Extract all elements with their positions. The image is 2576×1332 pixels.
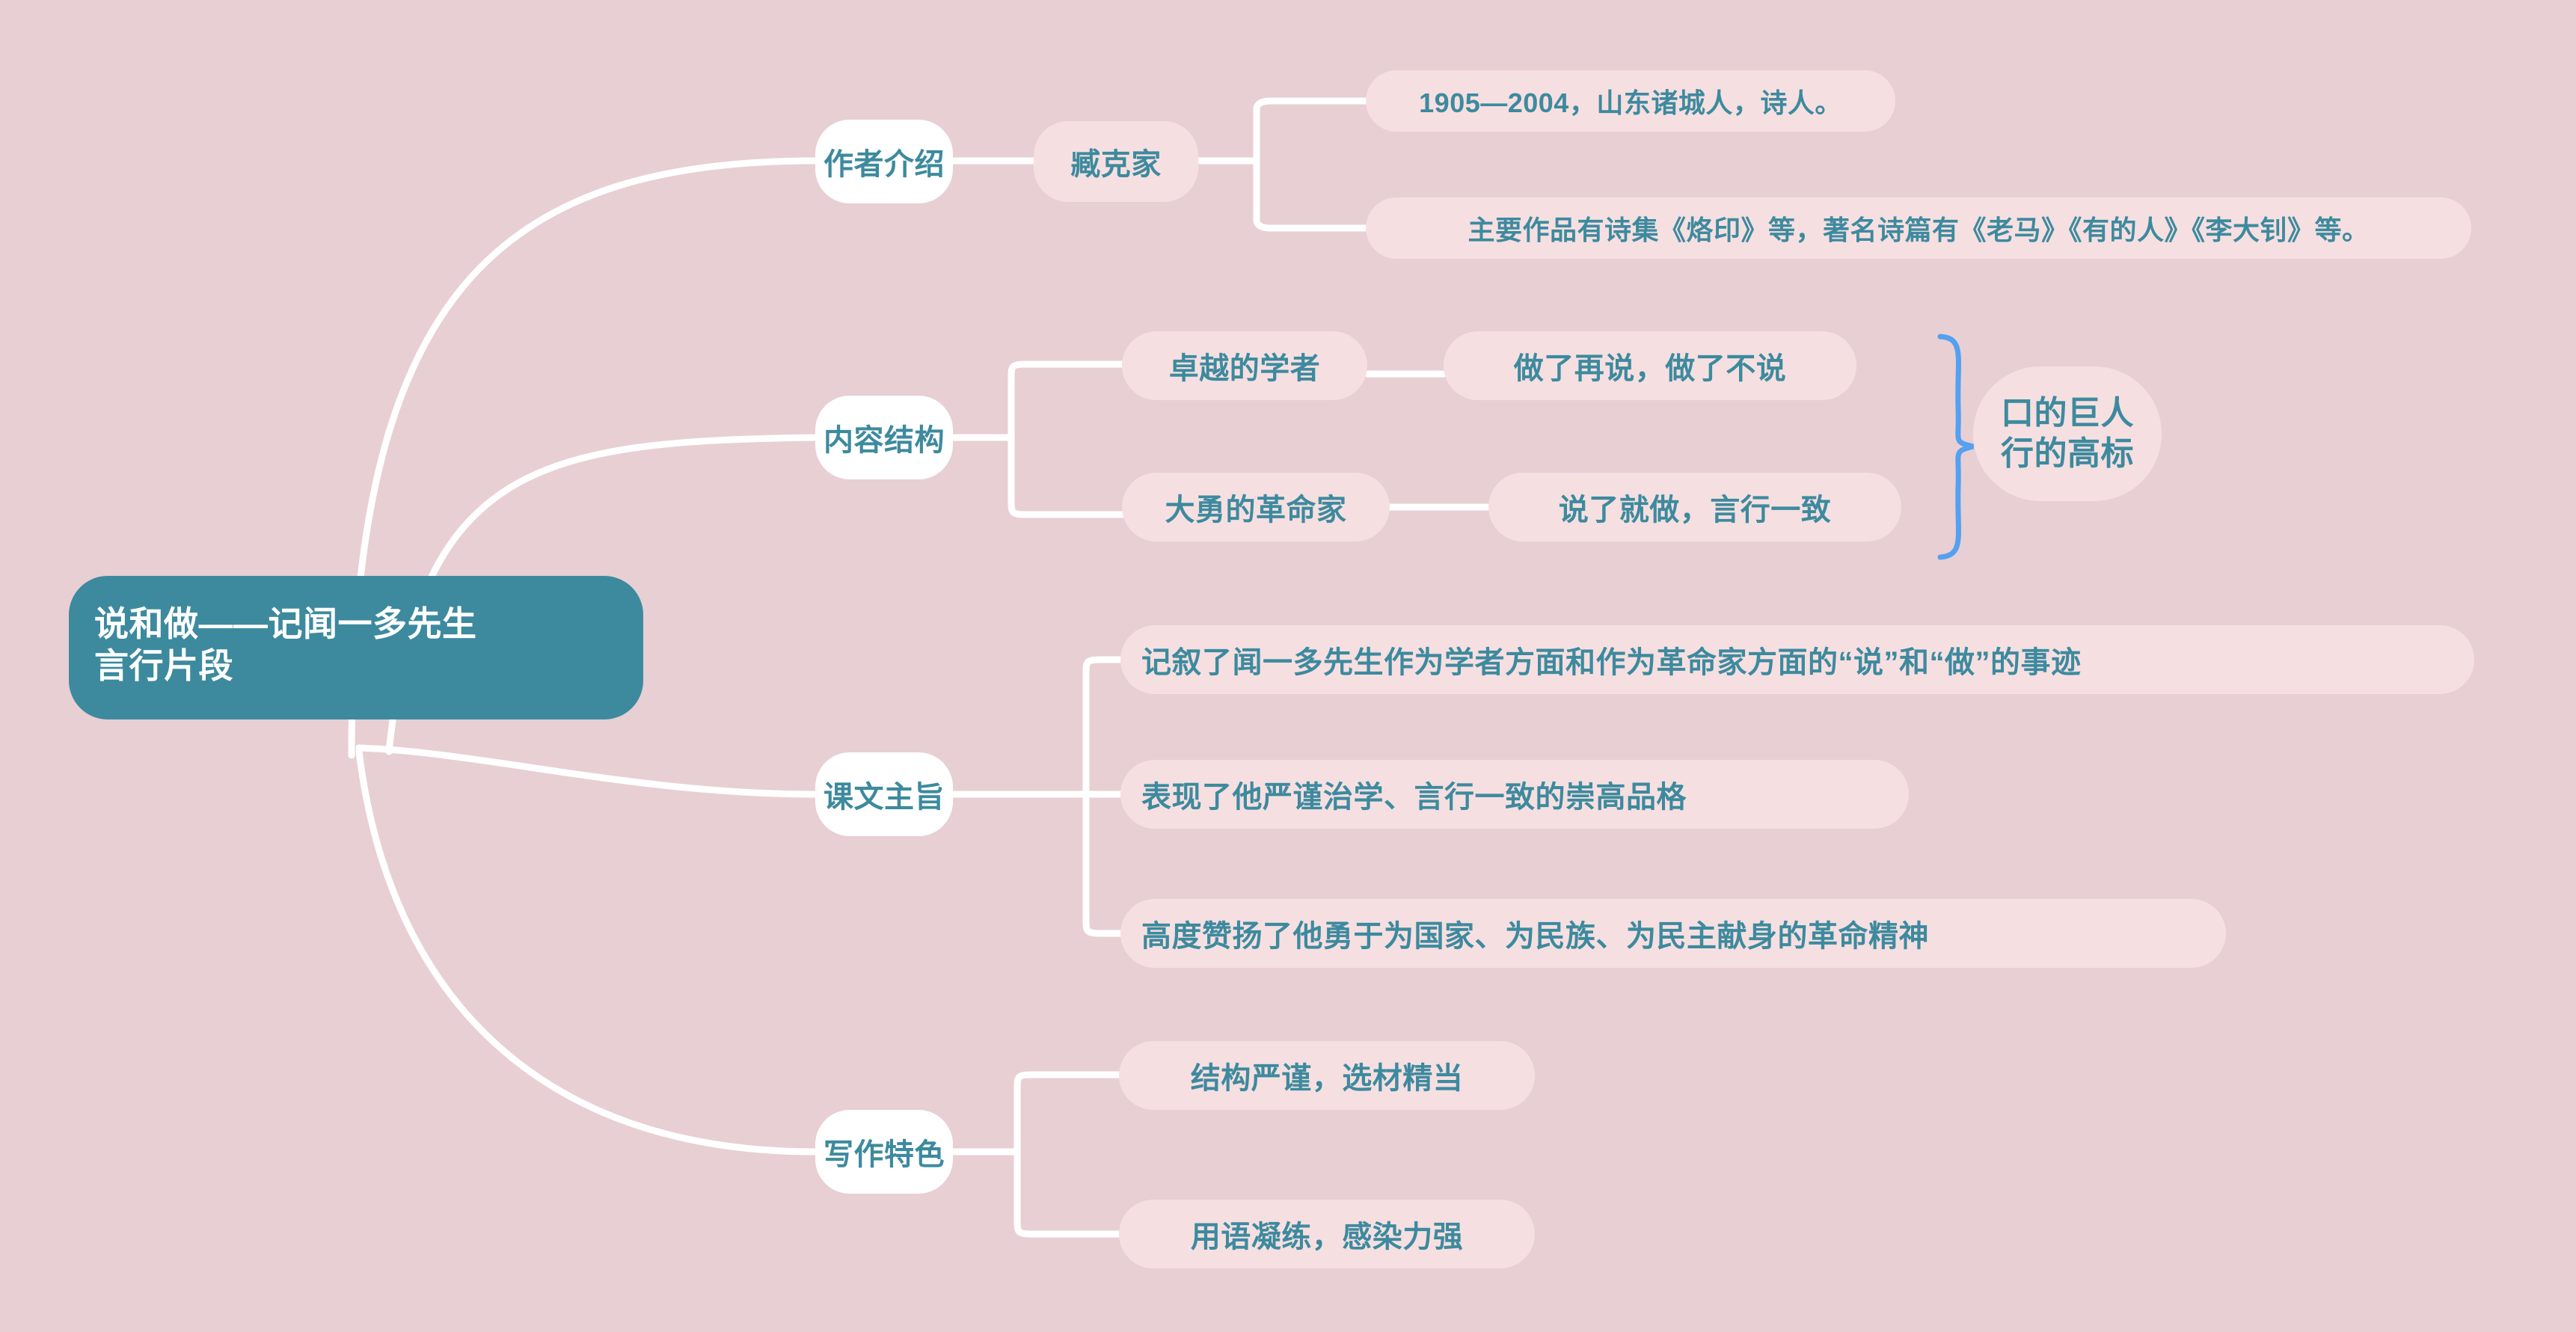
branch-text-theme-label: 课文主旨 [824,781,945,814]
branch-content-structure[interactable]: 内容结构 [815,396,953,479]
branch-text-theme[interactable]: 课文主旨 [815,752,953,836]
node-role-revolutionary[interactable]: 大勇的革命家 [1122,473,1390,541]
node-role-scholar[interactable]: 卓越的学者 [1122,331,1367,400]
branch-writing-style-label: 写作特色 [824,1138,945,1171]
style-item-1[interactable]: 结构严谨，选材精当 [1119,1041,1535,1110]
branch-content-structure-label: 内容结构 [824,424,945,457]
node-conclusion-line1: 口的巨人 [2001,395,2134,432]
leaf-author-works-text: 主要作品有诗集《烙印》等，著名诗篇有《老马》《有的人》《李大钊》等。 [1468,215,2370,245]
root-title-line2: 言行片段 [94,646,233,686]
summary-item-2[interactable]: 表现了他严谨治学、言行一致的崇高品格 [1120,760,1909,829]
summary-item-3[interactable]: 高度赞扬了他勇于为国家、为民族、为民主献身的革命精神 [1120,899,2226,968]
link-theme-bar [948,656,1148,937]
node-zang-kejia-label: 臧克家 [1070,148,1162,181]
node-trait-revolutionary-label: 说了就做，言行一致 [1558,494,1832,527]
link-structure-bar [948,360,1126,518]
summary-item-1[interactable]: 记叙了闻一多先生作为学者方面和作为革命家方面的“说”和“做”的事迹 [1120,625,2474,694]
style-item-2[interactable]: 用语凝练，感染力强 [1119,1200,1535,1268]
link-root-theme [355,744,819,798]
branch-writing-style[interactable]: 写作特色 [815,1110,953,1194]
node-conclusion-giant[interactable]: 口的巨人 行的高标 [1973,366,2162,501]
node-trait-revolutionary[interactable]: 说了就做，言行一致 [1488,473,1901,541]
root-title-line1: 说和做——记闻一多先生 [94,604,477,643]
summary-item-2-text: 表现了他严谨治学、言行一致的崇高品格 [1141,781,1687,814]
node-role-scholar-label: 卓越的学者 [1168,352,1321,385]
branch-author-intro[interactable]: 作者介绍 [815,120,953,203]
node-role-revolutionary-label: 大勇的革命家 [1165,494,1347,527]
leaf-author-works[interactable]: 主要作品有诗集《烙印》等，著名诗篇有《老马》《有的人》《李大钊》等。 [1366,197,2471,259]
node-zang-kejia[interactable]: 臧克家 [1034,121,1198,202]
node-trait-scholar[interactable]: 做了再说，做了不说 [1444,331,1856,400]
link-root-style [355,748,819,1155]
link-zang-branchbar [1193,97,1370,232]
branch-author-intro-label: 作者介绍 [824,148,945,181]
node-trait-scholar-label: 做了再说，做了不说 [1513,352,1787,385]
summary-item-3-text: 高度赞扬了他勇于为国家、为民族、为民主献身的革命精神 [1141,920,1929,953]
link-style-bar [948,1071,1123,1238]
style-item-1-text: 结构严谨，选材精当 [1190,1062,1464,1095]
root-node[interactable]: 说和做——记闻一多先生 言行片段 [69,576,643,719]
group-brace-icon [1937,334,1974,560]
style-item-2-text: 用语凝练，感染力强 [1190,1221,1464,1253]
summary-item-1-text: 记叙了闻一多先生作为学者方面和作为革命家方面的“说”和“做”的事迹 [1141,646,2082,679]
leaf-author-bio-text: 1905—2004，山东诸城人，诗人。 [1419,88,1842,118]
leaf-author-bio[interactable]: 1905—2004，山东诸城人，诗人。 [1366,70,1895,132]
node-conclusion-line2: 行的高标 [2001,435,2134,472]
